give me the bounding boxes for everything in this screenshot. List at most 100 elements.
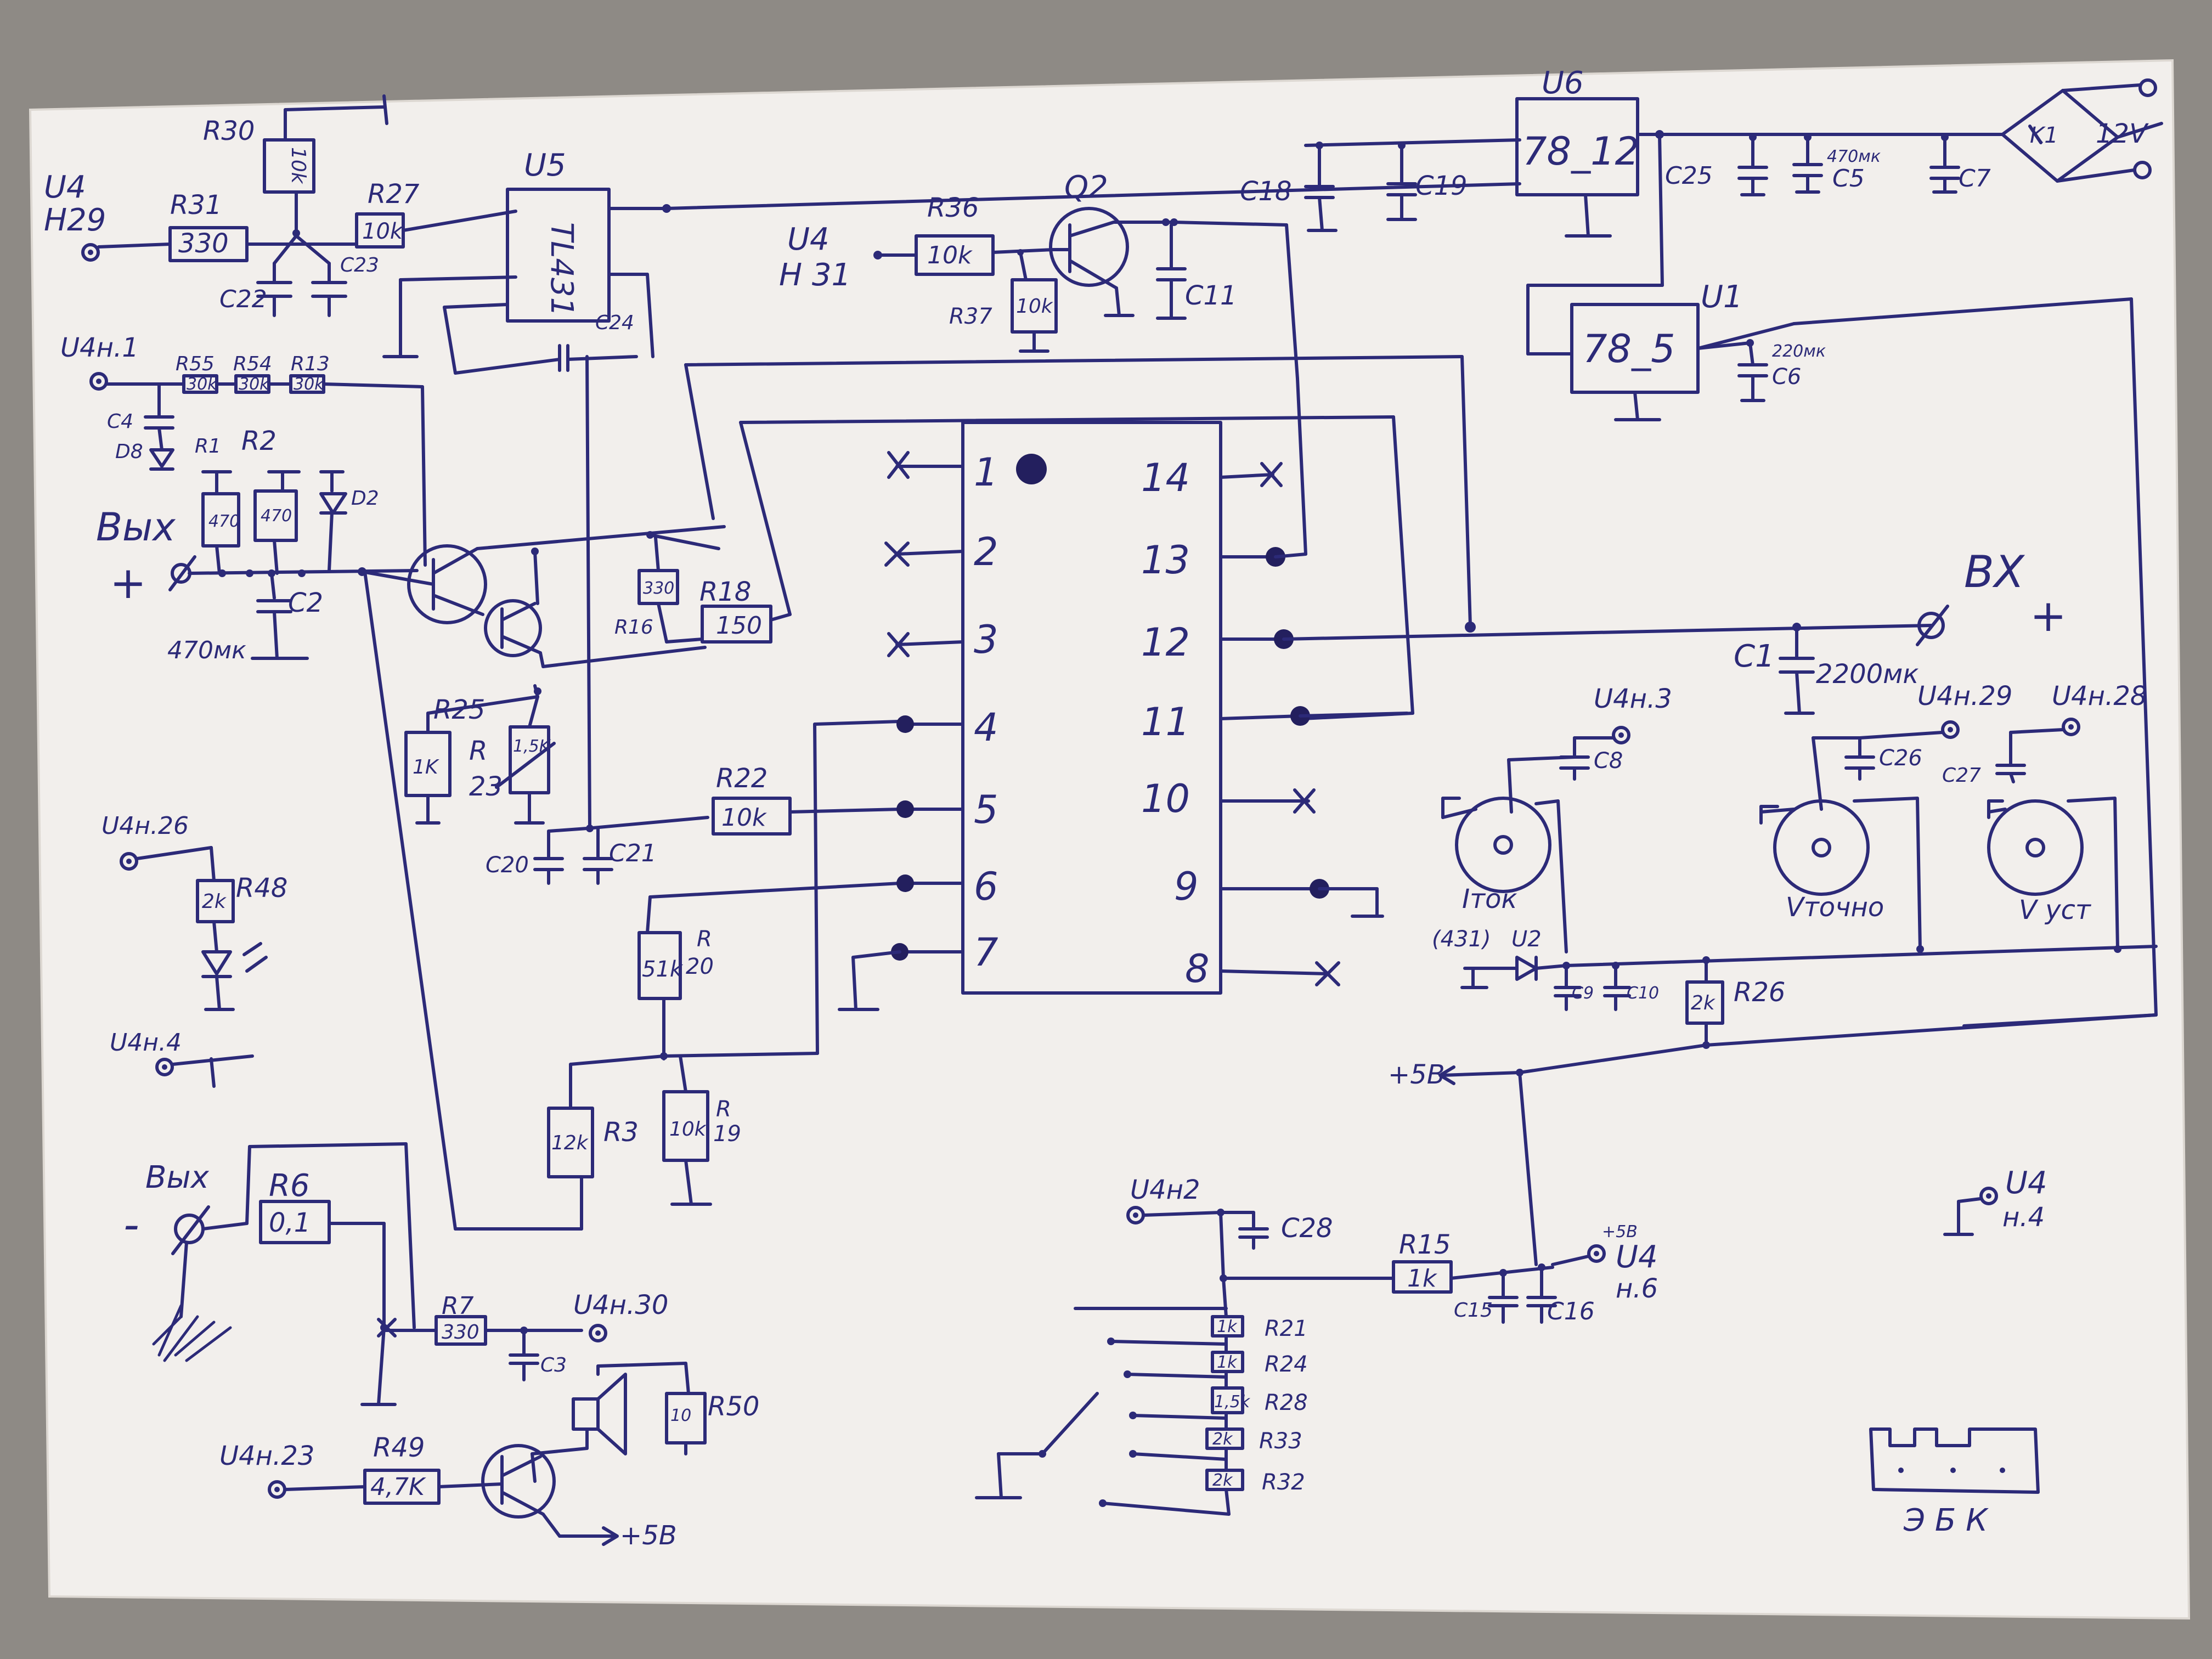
r19-label: R bbox=[716, 1097, 731, 1122]
r37-value: 10k bbox=[1016, 295, 1054, 318]
k1-label: K1 bbox=[2030, 123, 2058, 148]
r7-value: 330 bbox=[442, 1321, 479, 1344]
r49-label: R49 bbox=[373, 1432, 425, 1463]
u4n30-label: U4н.30 bbox=[573, 1290, 668, 1321]
supply-12v bbox=[1304, 78, 2163, 356]
r16-label: R16 bbox=[614, 616, 653, 639]
r20-number: 20 bbox=[686, 954, 714, 979]
r55-label: R55 bbox=[176, 353, 215, 375]
r21-label: R21 bbox=[1265, 1316, 1308, 1341]
c11-label: C11 bbox=[1185, 280, 1237, 311]
plus5b-small-label: +5B bbox=[1602, 1222, 1638, 1242]
r36-label: R36 bbox=[927, 193, 979, 223]
r13-value: 30k bbox=[294, 375, 325, 394]
r33-label: R33 bbox=[1259, 1429, 1302, 1454]
r24-label: R24 bbox=[1265, 1352, 1308, 1377]
h29-label: H29 bbox=[44, 202, 106, 238]
r27-value: 10k bbox=[362, 219, 404, 244]
r15-label: R15 bbox=[1399, 1229, 1451, 1260]
r26-value: 2k bbox=[1691, 992, 1716, 1014]
u4-right-label: U4 bbox=[2005, 1165, 2047, 1201]
itok-label: Iток bbox=[1462, 884, 1517, 915]
pin-14: 14 bbox=[1141, 455, 1190, 500]
bx-plus-label: + bbox=[2030, 590, 2067, 641]
c15-label: C15 bbox=[1454, 1299, 1493, 1322]
vtochno-label: Vточно bbox=[1786, 892, 1884, 923]
r48-value: 2k bbox=[202, 890, 227, 913]
c2-value: 470мк bbox=[167, 636, 246, 664]
vyx-label: Bыx bbox=[96, 505, 176, 550]
pinout-sketch bbox=[1869, 1187, 2040, 1494]
c23-label: C23 bbox=[340, 254, 379, 276]
input-network-u4h29 bbox=[81, 94, 517, 317]
c3-label: C3 bbox=[540, 1354, 567, 1376]
q2-network bbox=[665, 182, 1521, 353]
pin-7: 7 bbox=[974, 930, 998, 975]
r7-label: R7 bbox=[442, 1292, 474, 1320]
c8-label: C8 bbox=[1594, 748, 1623, 774]
h31-label: H 31 bbox=[779, 257, 851, 293]
c24-label: C24 bbox=[595, 312, 634, 334]
pin-1: 1 bbox=[974, 450, 998, 495]
r6-value: 0,1 bbox=[269, 1207, 311, 1238]
bx-label: BX bbox=[1964, 546, 2025, 597]
c5-label: C5 bbox=[1832, 165, 1865, 193]
r50-value: 10 bbox=[670, 1406, 691, 1425]
r23-number: 23 bbox=[469, 771, 503, 802]
meter-network bbox=[1438, 718, 2158, 1266]
r20-value: 51k bbox=[642, 957, 684, 982]
r21-value: 1k bbox=[1217, 1317, 1238, 1336]
r25-label: R25 bbox=[433, 695, 485, 725]
pin-11: 11 bbox=[1141, 699, 1190, 744]
output-minus-network bbox=[152, 1142, 707, 1546]
r28-value: 1,5k bbox=[1214, 1392, 1251, 1412]
r2-value: 470 bbox=[261, 506, 292, 526]
u4n28-label: U4н.28 bbox=[2052, 681, 2147, 712]
pin-4: 4 bbox=[974, 705, 998, 750]
r18-value: 150 bbox=[716, 612, 762, 640]
r31-label: R31 bbox=[170, 190, 222, 221]
r27-label: R27 bbox=[368, 179, 420, 210]
r32-value: 2k bbox=[1212, 1471, 1233, 1490]
n4-right-label: н.4 bbox=[2002, 1202, 2045, 1233]
c6-label: C6 bbox=[1772, 364, 1801, 390]
c5-value: 470мк bbox=[1827, 147, 1881, 166]
pin-2: 2 bbox=[974, 529, 998, 574]
r3-value: 12k bbox=[551, 1132, 589, 1154]
r16-value: 330 bbox=[643, 579, 674, 598]
pin-12: 12 bbox=[1141, 620, 1190, 665]
led-indicator bbox=[120, 846, 268, 1088]
c4-label: C4 bbox=[107, 410, 133, 433]
c2-label: C2 bbox=[288, 588, 323, 618]
u5-chip-label: TL431 bbox=[544, 222, 579, 317]
u4-label: U4 bbox=[44, 170, 86, 205]
r32-label: R32 bbox=[1262, 1470, 1305, 1495]
r22-value: 10k bbox=[721, 804, 767, 832]
u4-n6-label: U4 bbox=[1616, 1239, 1658, 1275]
r1-label: R1 bbox=[195, 435, 221, 458]
minus-terminal-label: - bbox=[123, 1199, 139, 1250]
pin-6: 6 bbox=[974, 864, 998, 909]
divider-chain bbox=[89, 372, 427, 567]
r2-label: R2 bbox=[241, 426, 276, 456]
r15-value: 1k bbox=[1407, 1265, 1437, 1293]
r49-value: 4,7K bbox=[370, 1473, 426, 1501]
vyx-minus-label: Bыx bbox=[145, 1160, 210, 1195]
r3-label: R3 bbox=[603, 1117, 639, 1148]
u4n2-label: U4н2 bbox=[1130, 1175, 1200, 1205]
pin-13: 13 bbox=[1141, 538, 1190, 583]
r18-label: R18 bbox=[699, 577, 751, 607]
pin-3: 3 bbox=[974, 617, 998, 662]
c10-label: C10 bbox=[1627, 984, 1659, 1003]
u4n26-label: U4н.26 bbox=[101, 812, 189, 840]
vust-label: V уст bbox=[2019, 895, 2092, 926]
v12-label: 12V bbox=[2096, 119, 2149, 149]
r25-r23-network bbox=[404, 355, 709, 885]
u5-chip bbox=[382, 188, 671, 375]
r54-label: R54 bbox=[233, 353, 272, 375]
c16-label: C16 bbox=[1547, 1297, 1595, 1325]
c6-value: 220мк bbox=[1772, 342, 1826, 361]
main-ic-dip14 bbox=[684, 221, 1933, 1011]
c26-label: C26 bbox=[1879, 746, 1922, 771]
r55-value: 30k bbox=[187, 375, 218, 394]
